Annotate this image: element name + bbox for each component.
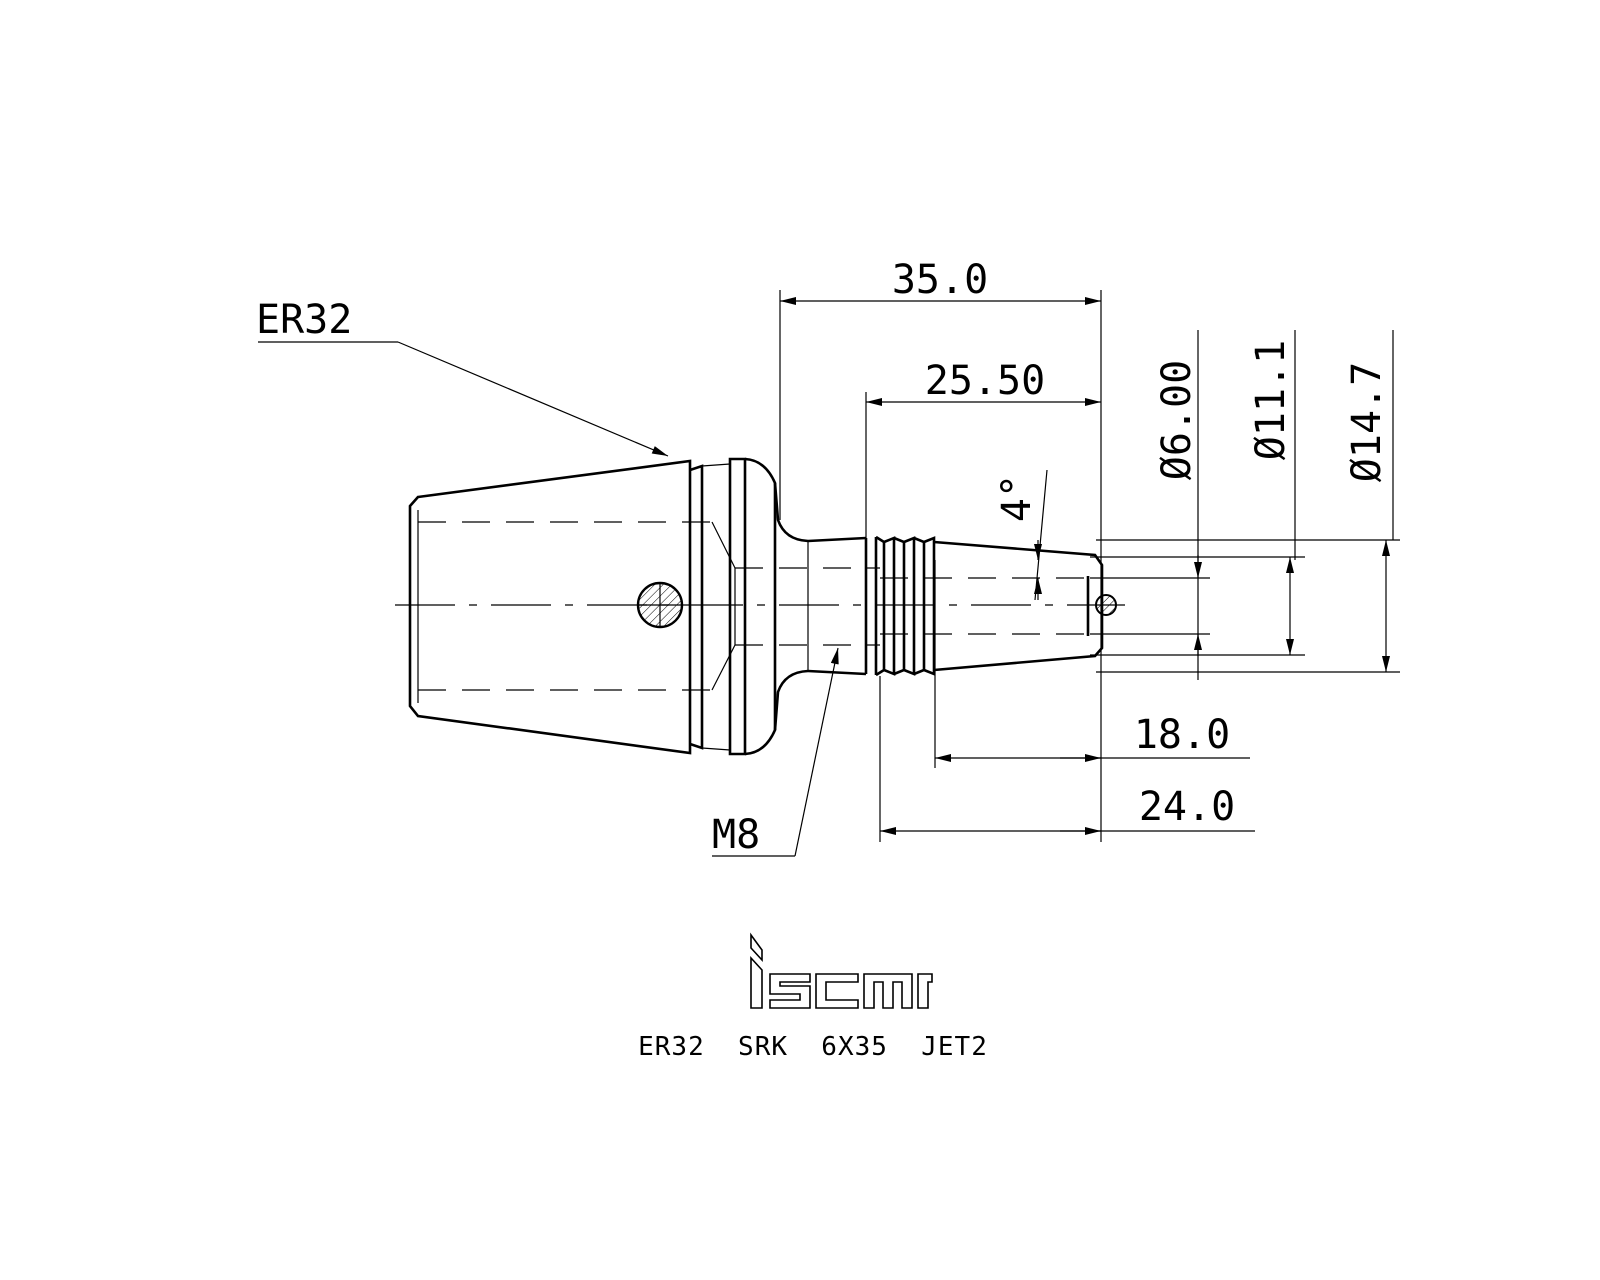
dim-angle: 4° <box>994 469 1048 601</box>
dim-35: 35.0 <box>780 257 1101 305</box>
dim-d147: Ø14.7 <box>1344 362 1390 672</box>
leader-er32: ER32 <box>256 297 669 457</box>
dim-groove-length: 24.0 <box>1139 784 1235 830</box>
extension-lines <box>779 290 1400 842</box>
dim-bore-diameter: Ø6.00 <box>1154 360 1200 480</box>
callout-collet: ER32 <box>256 297 352 343</box>
dim-taper-angle: 4° <box>994 474 1040 522</box>
dim-24: 24.0 <box>880 784 1255 835</box>
callout-thread: M8 <box>712 812 760 858</box>
iscar-logo <box>750 932 933 1009</box>
cross-hole-front <box>1095 594 1117 616</box>
part-number: ER32 SRK 6X35 JET2 <box>638 1032 988 1062</box>
dim-d6: Ø6.00 <box>1154 360 1202 656</box>
dim-2550: 25.50 <box>866 358 1101 406</box>
dim-shank-length: 25.50 <box>925 358 1045 404</box>
dim-18: 18.0 <box>935 712 1250 762</box>
dim-overall-length: 35.0 <box>892 257 988 303</box>
leader-m8: M8 <box>712 647 839 858</box>
dim-d111: Ø11.1 <box>1248 340 1294 655</box>
dim-outer-diameter: Ø14.7 <box>1344 362 1390 482</box>
dim-mid-diameter: Ø11.1 <box>1248 340 1294 460</box>
collet-body <box>408 457 1104 756</box>
dim-taper-length: 18.0 <box>1134 712 1230 758</box>
cross-hole-rear <box>636 581 684 629</box>
hidden-lines <box>418 521 1085 691</box>
